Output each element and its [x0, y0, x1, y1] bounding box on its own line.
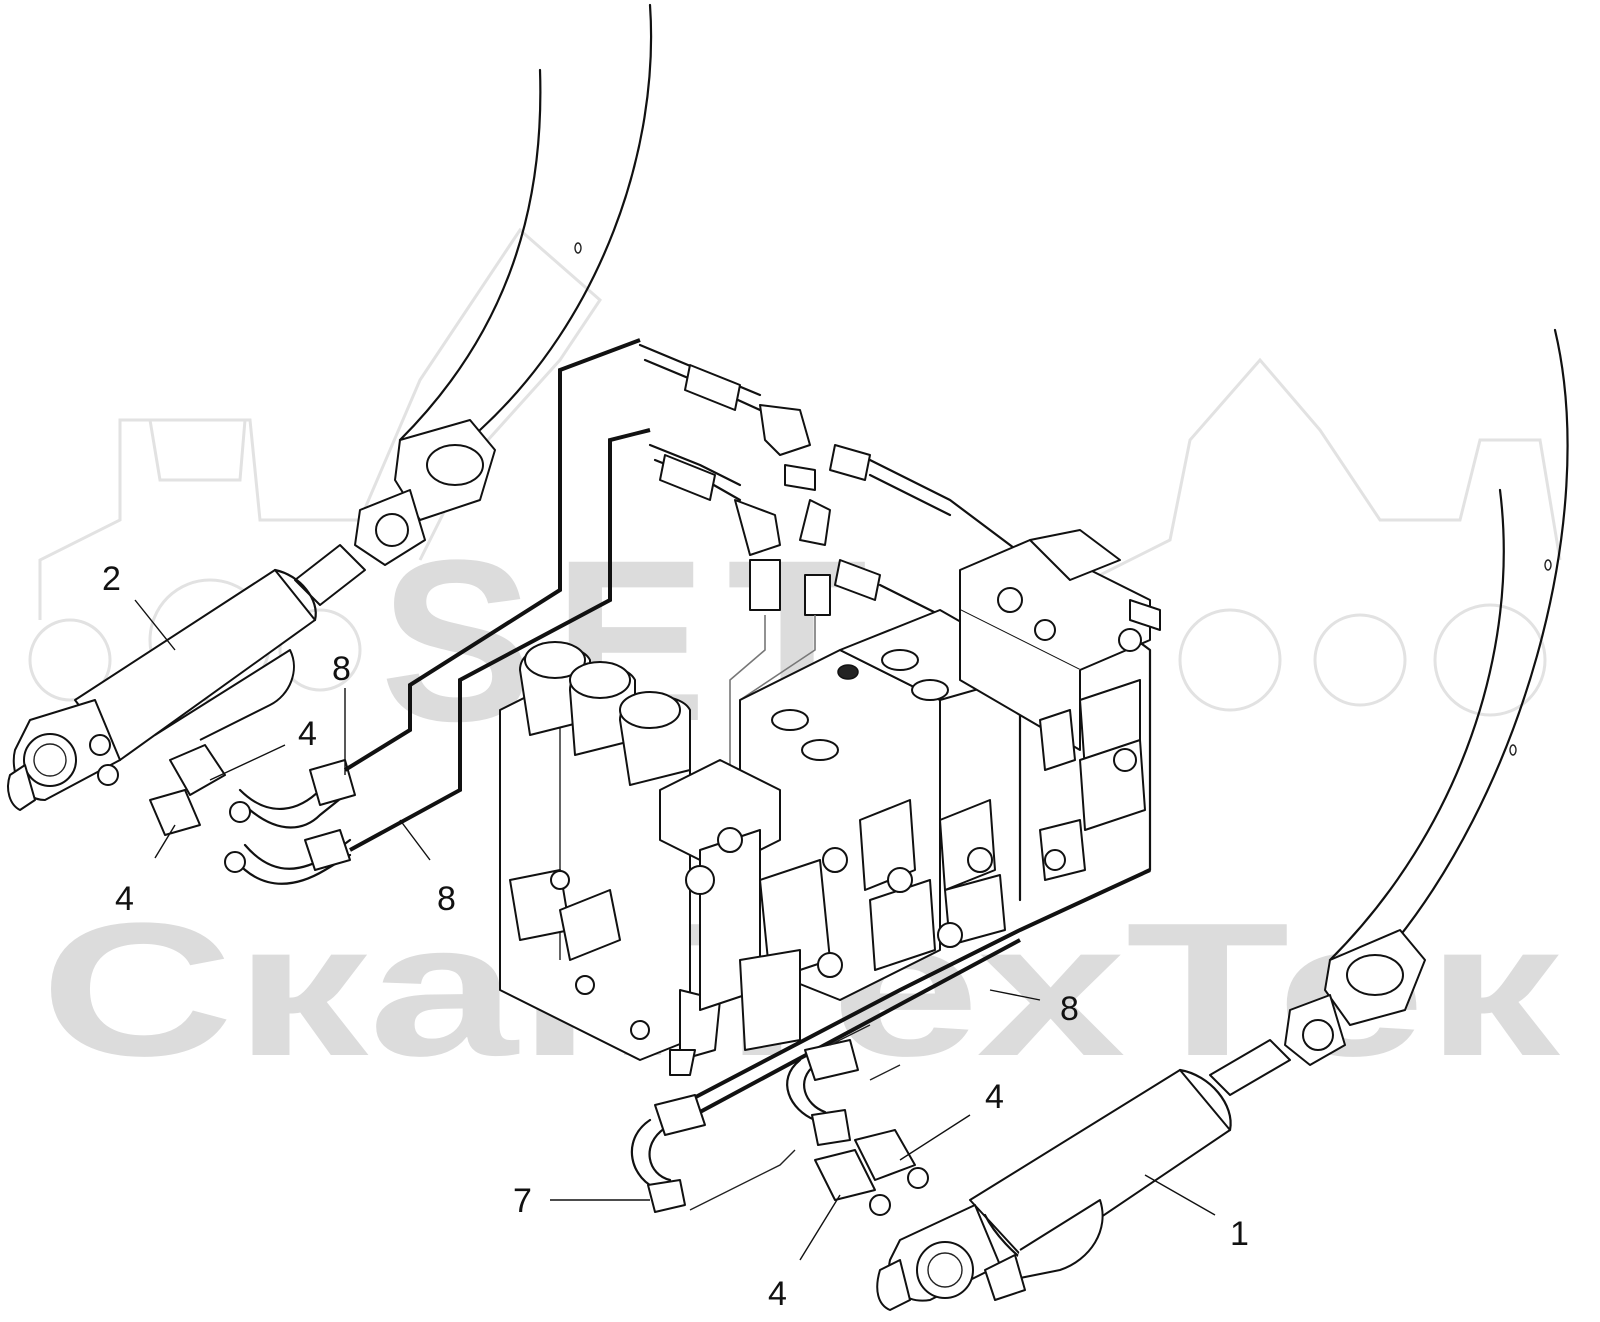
callout-4-upper-left: 4	[298, 715, 317, 753]
callout-1: 1	[1230, 1215, 1249, 1253]
callouts: 2 8 4 4 8 8 4 7 1 4	[102, 560, 1249, 1313]
callout-8-right: 8	[1060, 990, 1079, 1028]
right-cylinder	[876, 1039, 1291, 1311]
right-boom-arm	[1284, 328, 1569, 1066]
left-hoses	[149, 338, 651, 885]
callout-4-lower-left: 4	[115, 880, 134, 918]
callout-2: 2	[102, 560, 121, 598]
callout-4-upper-right: 4	[985, 1078, 1004, 1116]
leader-lines	[134, 599, 1216, 1261]
valve-block	[499, 529, 1161, 1076]
callout-8-left: 8	[437, 880, 456, 918]
callout-8-top: 8	[332, 650, 351, 688]
watermark-tractor-right	[1088, 357, 1562, 717]
left-cylinder	[7, 544, 366, 811]
callout-7: 7	[513, 1182, 532, 1220]
top-hoses	[638, 343, 1152, 902]
right-hoses	[630, 868, 1151, 1216]
left-boom-arm	[354, 3, 653, 566]
callout-4-bottom: 4	[768, 1275, 787, 1313]
